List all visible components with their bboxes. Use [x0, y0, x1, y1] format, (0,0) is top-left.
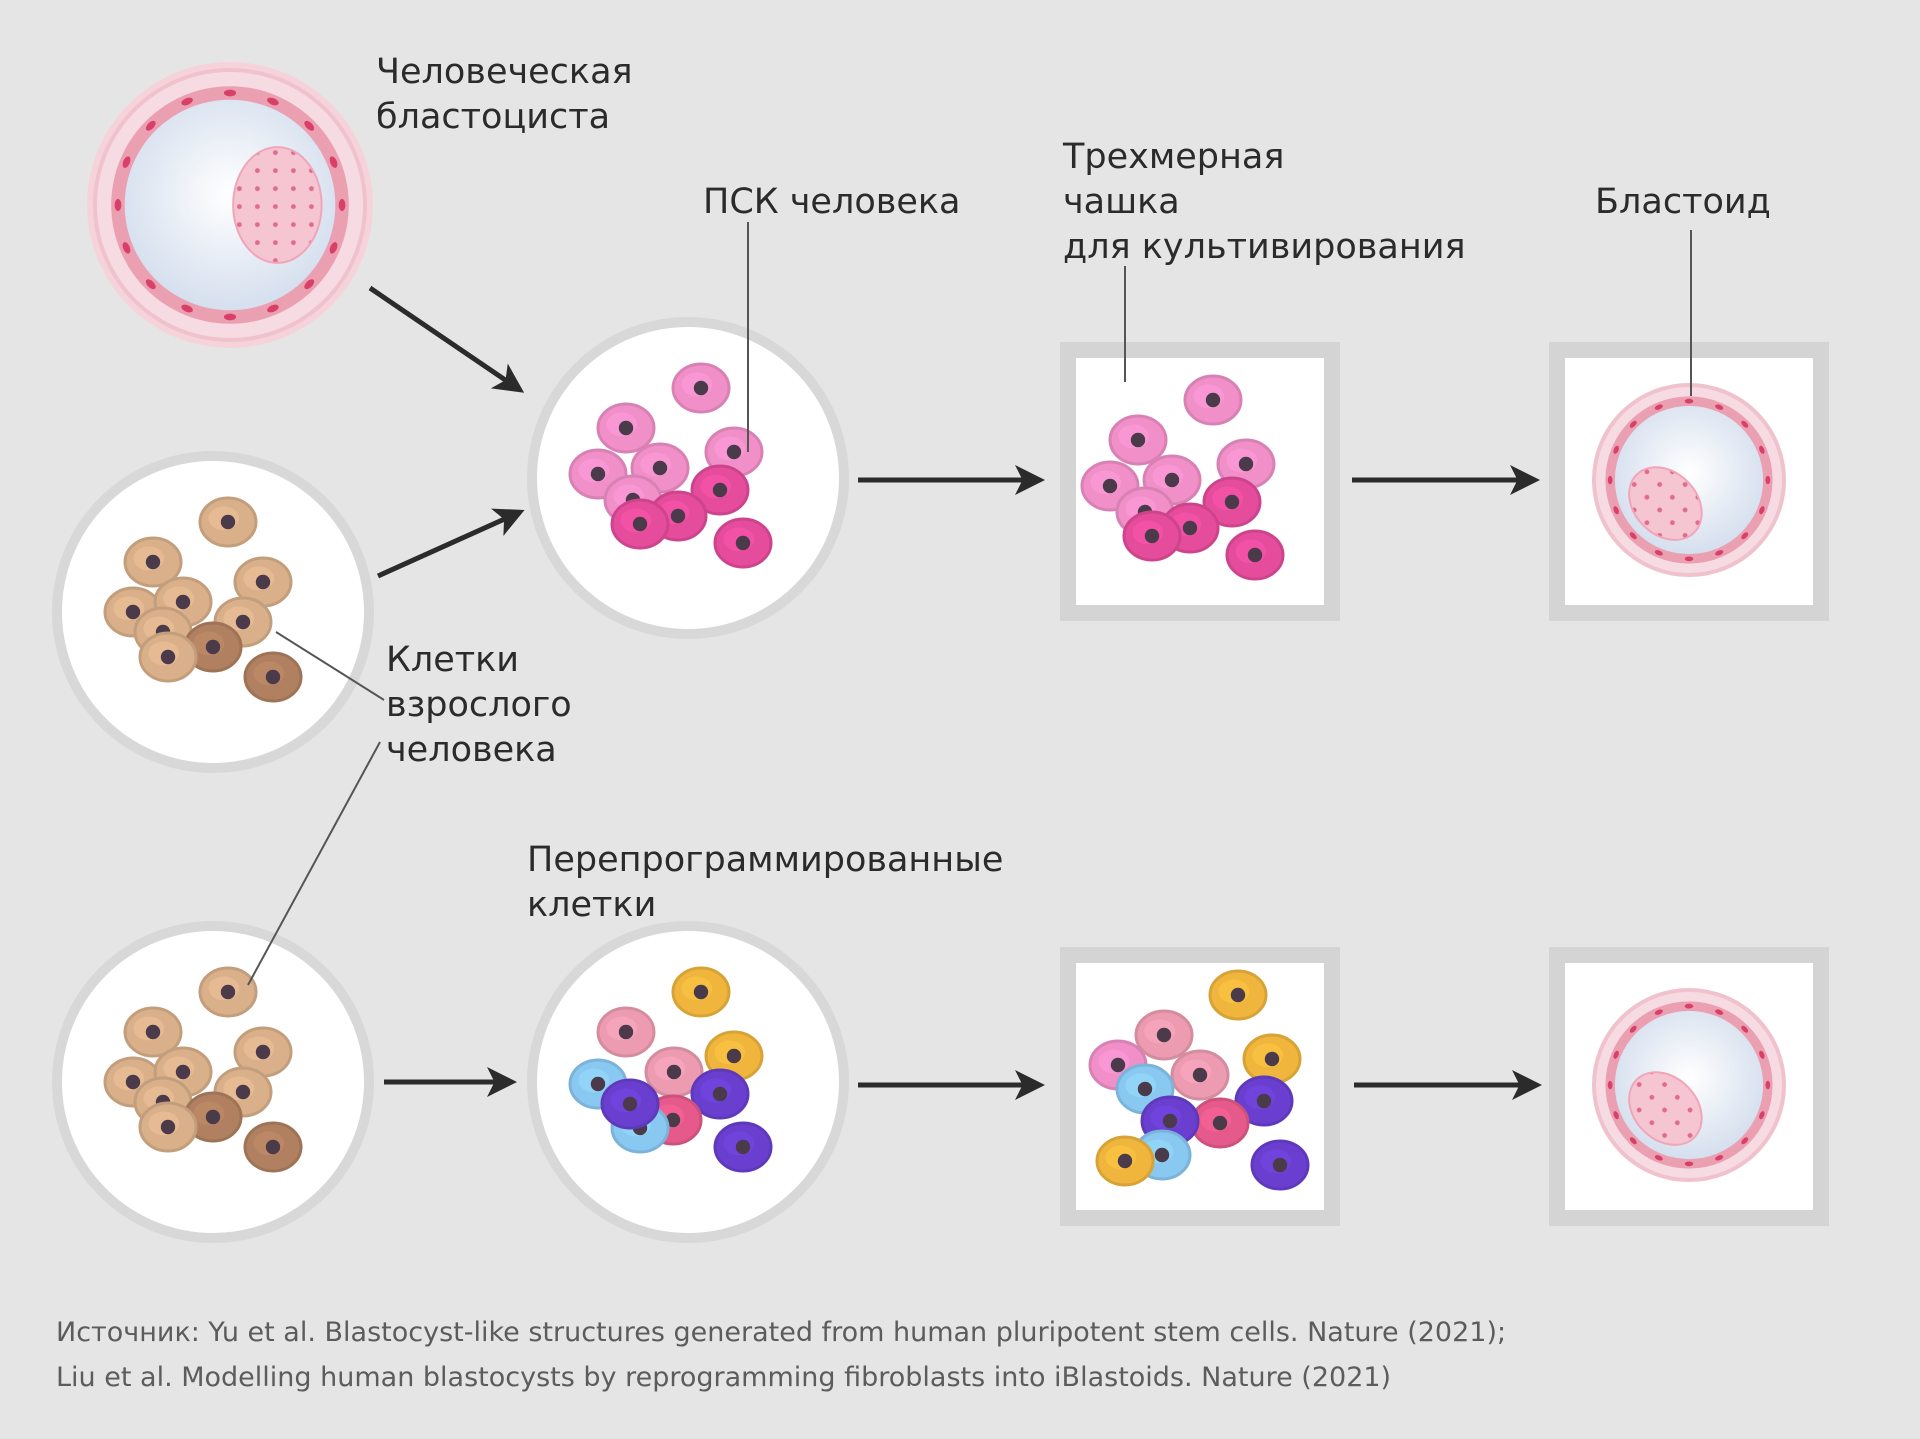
cell-illustrations — [103, 362, 1310, 1191]
culture-bottom-cell — [1170, 1049, 1230, 1101]
adult-bottom-cell — [198, 966, 258, 1018]
adult-bottom-cell — [138, 1101, 198, 1153]
arrow-blastocyst-to-psc — [368, 285, 525, 393]
reprogrammed-cell — [713, 1121, 773, 1173]
label-adult-cells: Клетки взрослого человека — [386, 640, 572, 770]
psc-cell — [568, 448, 628, 500]
culture-bottom-cell — [1242, 1033, 1302, 1085]
psc-cell — [596, 402, 656, 454]
reprogrammed-cell — [600, 1078, 660, 1130]
adult-top-cell — [138, 631, 198, 683]
blastoid-top — [1592, 383, 1786, 577]
adult-top-cell — [233, 556, 293, 608]
psc-cell — [671, 362, 731, 414]
adult-top-cell — [198, 496, 258, 548]
reprogrammed-cell — [671, 966, 731, 1018]
psc-cell — [610, 498, 670, 550]
culture-bottom-cell — [1190, 1097, 1250, 1149]
adult-bottom-cell — [183, 1091, 243, 1143]
culture-bottom-cell — [1095, 1135, 1155, 1187]
culture-top-cell — [1202, 476, 1262, 528]
reprogrammed-cell — [644, 1046, 704, 1098]
psc-cell — [690, 464, 750, 516]
culture-bottom-cell — [1250, 1139, 1310, 1191]
adult-bottom-cell — [243, 1121, 303, 1173]
blastoid-bottom — [1592, 988, 1786, 1182]
culture-top-cell — [1108, 414, 1168, 466]
culture-top-cell — [1225, 529, 1285, 581]
label-blastoid: Бластоид — [1595, 182, 1771, 222]
human-blastocyst — [93, 68, 367, 342]
label-human-blastocyst: Человеческая бластоциста — [376, 52, 633, 137]
arrow-adult-to-psc — [376, 508, 525, 579]
label-reprogrammed-cells: Перепрограммированные клетки — [527, 840, 1004, 925]
label-culture-dish: Трехмерная чашка для культивирования — [1063, 137, 1466, 267]
leader-adult-bottom — [247, 741, 381, 986]
culture-top-cell — [1122, 510, 1182, 562]
psc-cell — [713, 517, 773, 569]
label-human-psc: ПСК человека — [703, 182, 961, 222]
adult-top-cell — [183, 621, 243, 673]
source-citation: Источник: Yu et al. Blastocyst-like stru… — [56, 1317, 1507, 1393]
reprogrammed-cell — [704, 1030, 764, 1082]
blastocyst-illustrations — [93, 68, 1786, 1182]
adult-bottom-cell — [233, 1026, 293, 1078]
culture-top-cell — [1183, 374, 1243, 426]
leader-adult-top — [275, 631, 385, 701]
culture-top-cell — [1216, 438, 1276, 490]
reprogrammed-cell — [690, 1068, 750, 1120]
culture-bottom-cell — [1134, 1009, 1194, 1061]
adult-top-cell — [243, 651, 303, 703]
adult-bottom-cell — [123, 1006, 183, 1058]
culture-bottom-cell — [1234, 1075, 1294, 1127]
reprogrammed-cell — [596, 1006, 656, 1058]
adult-top-cell — [123, 536, 183, 588]
culture-bottom-cell — [1208, 969, 1268, 1021]
